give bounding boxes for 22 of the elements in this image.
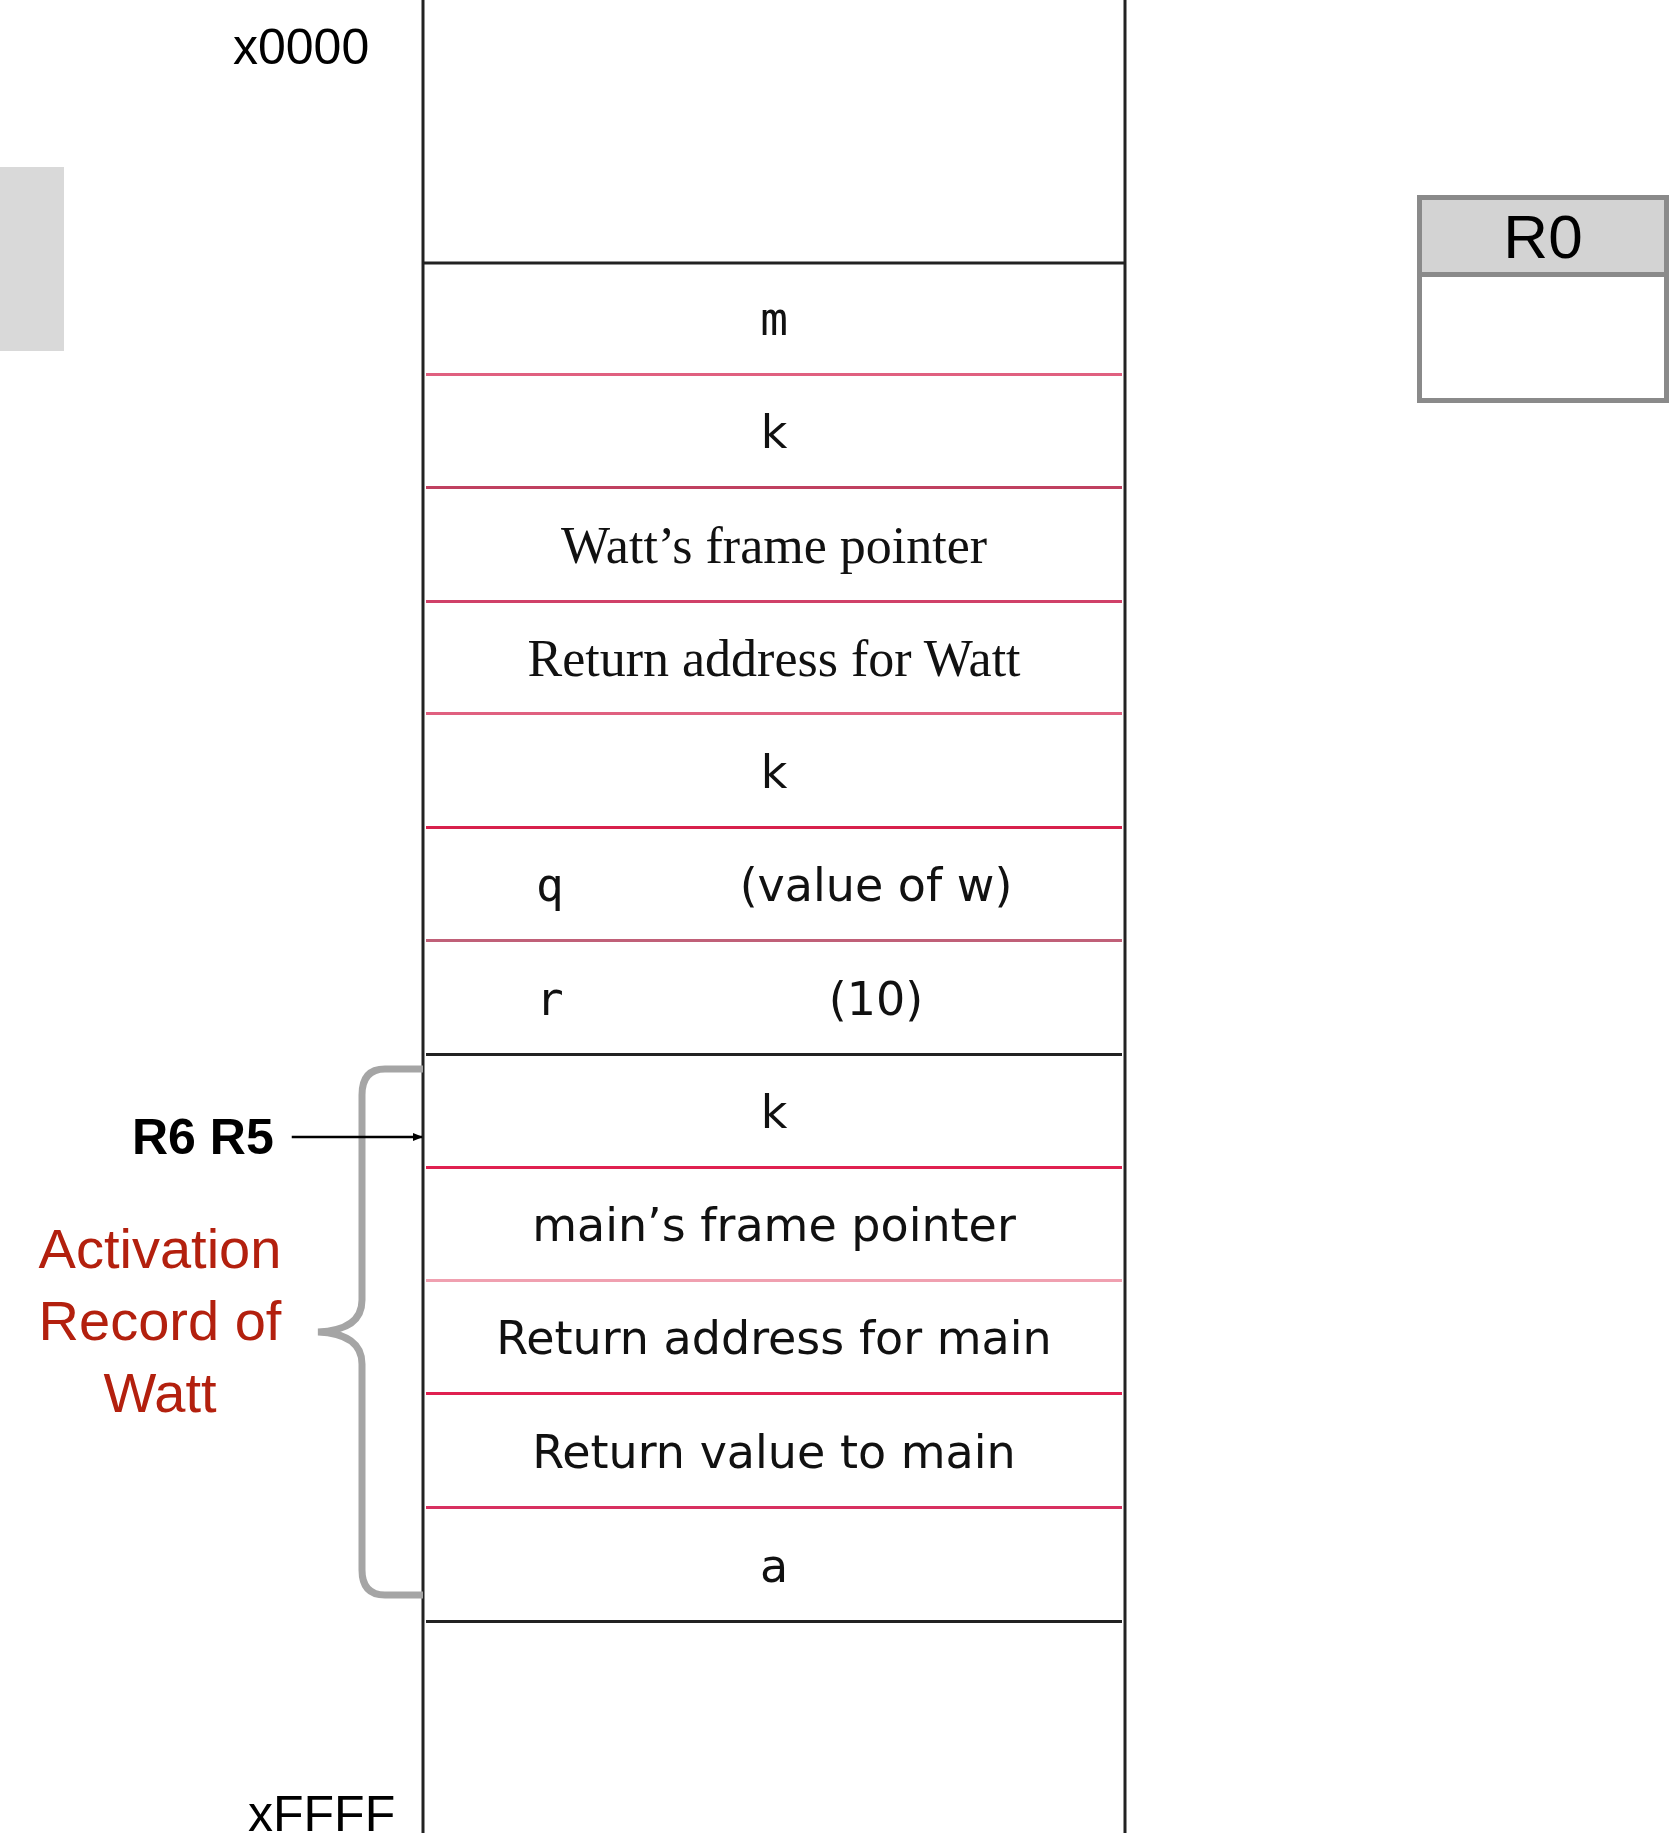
cell-text: main’s frame pointer <box>532 1198 1016 1252</box>
arrow <box>291 1133 423 1141</box>
cell-text: Return address for Watt <box>527 629 1021 688</box>
value-note: (10) <box>828 971 924 1026</box>
variable-name: q <box>536 858 564 912</box>
address-label: x0000 <box>233 18 370 76</box>
register-box <box>1417 195 1669 403</box>
variable-name: r <box>536 971 564 1026</box>
register-name: R0 <box>1422 200 1664 277</box>
cell-text: Return address for main <box>496 1311 1052 1365</box>
cell-text: k <box>760 1085 788 1139</box>
cell-text: Watt’s frame pointer <box>560 516 988 575</box>
cell-text: k <box>760 744 788 799</box>
cell-text: Return value to main <box>532 1424 1016 1479</box>
cell-text: k <box>760 405 788 459</box>
side-tab <box>0 167 64 351</box>
bracket-label: Activation Record of Watt <box>37 1216 283 1426</box>
address-label: xFFFF <box>248 1785 396 1833</box>
cell-text: a <box>759 1538 789 1593</box>
cell-text: m <box>760 292 788 346</box>
value-note: (value of w) <box>739 858 1013 912</box>
register-label: R6 R5 <box>132 1108 274 1166</box>
